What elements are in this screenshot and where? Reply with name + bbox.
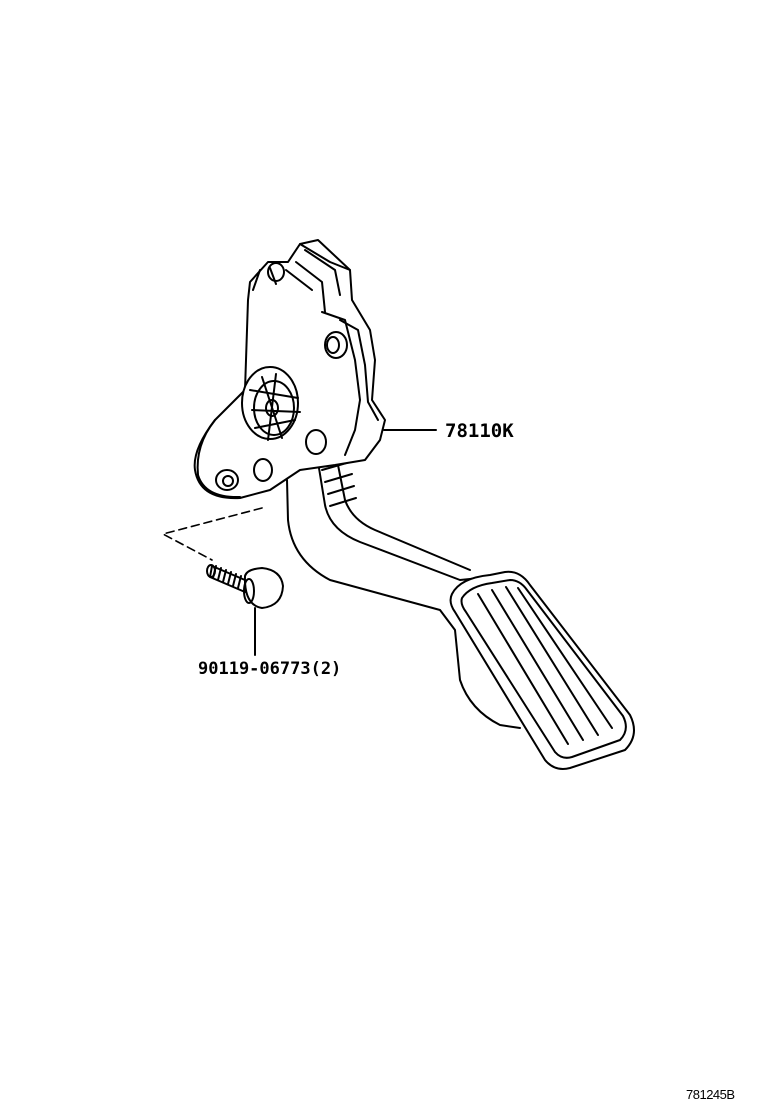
bolt xyxy=(207,565,283,608)
mounting-dashed-line xyxy=(163,508,262,560)
sensor-pivot xyxy=(242,367,300,440)
figure-code: 781245B xyxy=(686,1087,735,1102)
part-label-bolt: 90119-06773(2) xyxy=(198,659,342,679)
pedal-housing xyxy=(195,240,385,498)
pedal-pad xyxy=(451,572,634,769)
pedal-arm xyxy=(287,460,520,728)
part-label-pedal: 78110K xyxy=(445,420,514,442)
